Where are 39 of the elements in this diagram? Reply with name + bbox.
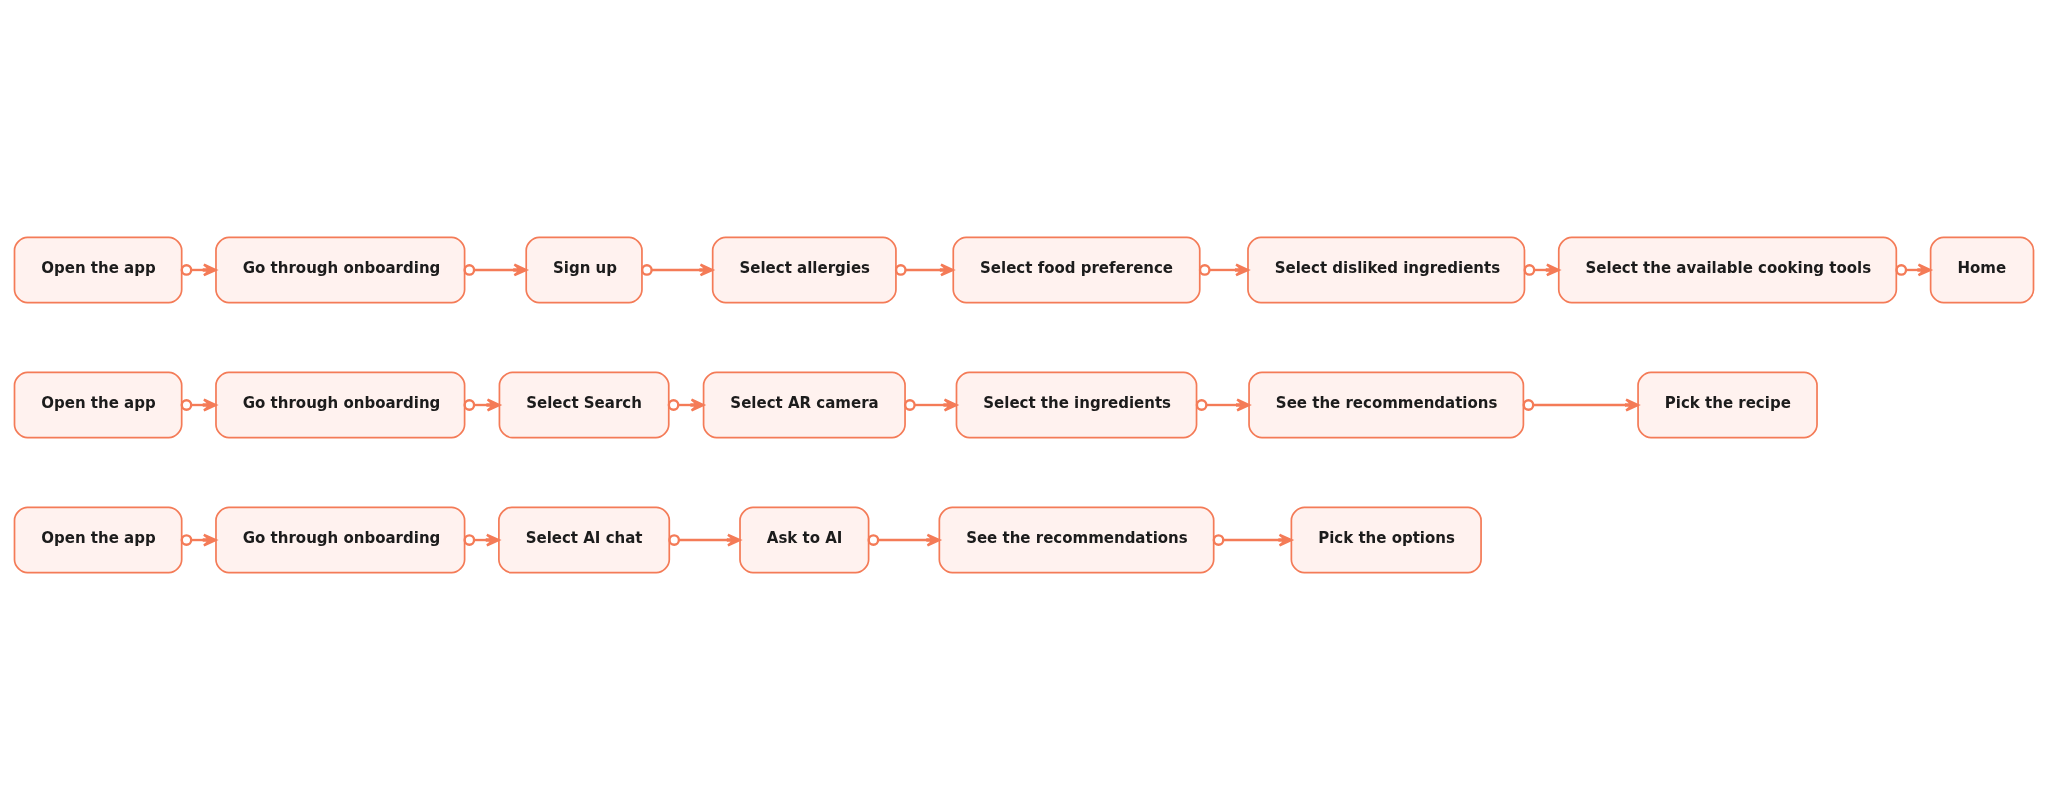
arrow	[1212, 533, 1293, 547]
arrow	[667, 398, 705, 412]
node-box: Select allergies	[711, 236, 897, 304]
arrow	[180, 533, 217, 547]
node-box: Select the ingredients	[955, 371, 1198, 439]
arrow	[1198, 263, 1250, 277]
arrow	[180, 263, 217, 277]
arrow	[1522, 398, 1640, 412]
node-box: Go through onboarding	[215, 371, 466, 439]
node-box: Open the app	[13, 371, 183, 439]
node-box: Select the available cooking tools	[1557, 236, 1898, 304]
arrow	[904, 398, 958, 412]
node-box: Select Search	[498, 371, 670, 439]
node-box: Select food preference	[952, 236, 1201, 304]
node-box: Select disliked ingredients	[1247, 236, 1526, 304]
node-box: Open the app	[13, 236, 183, 304]
node-box: Go through onboarding	[215, 506, 466, 574]
node-box: Ask to AI	[739, 506, 870, 574]
arrow	[180, 398, 217, 412]
arrow	[1895, 263, 1932, 277]
node-box: Pick the recipe	[1637, 371, 1818, 439]
arrow	[463, 398, 501, 412]
arrow	[894, 263, 955, 277]
node-box: Sign up	[525, 236, 643, 304]
node-box: See the recommendations	[938, 506, 1215, 574]
arrow	[1523, 263, 1560, 277]
node-box: Select AR camera	[702, 371, 906, 439]
node-box: See the recommendations	[1248, 371, 1525, 439]
arrow	[641, 263, 714, 277]
node-box: Pick the options	[1290, 506, 1482, 574]
arrow	[668, 533, 741, 547]
arrow	[463, 533, 500, 547]
arrow	[867, 533, 941, 547]
arrow	[463, 263, 528, 277]
node-box: Select AI chat	[498, 506, 671, 574]
node-box: Home	[1929, 236, 2035, 304]
arrow	[1195, 398, 1251, 412]
node-box: Go through onboarding	[215, 236, 466, 304]
node-box: Open the app	[13, 506, 183, 574]
